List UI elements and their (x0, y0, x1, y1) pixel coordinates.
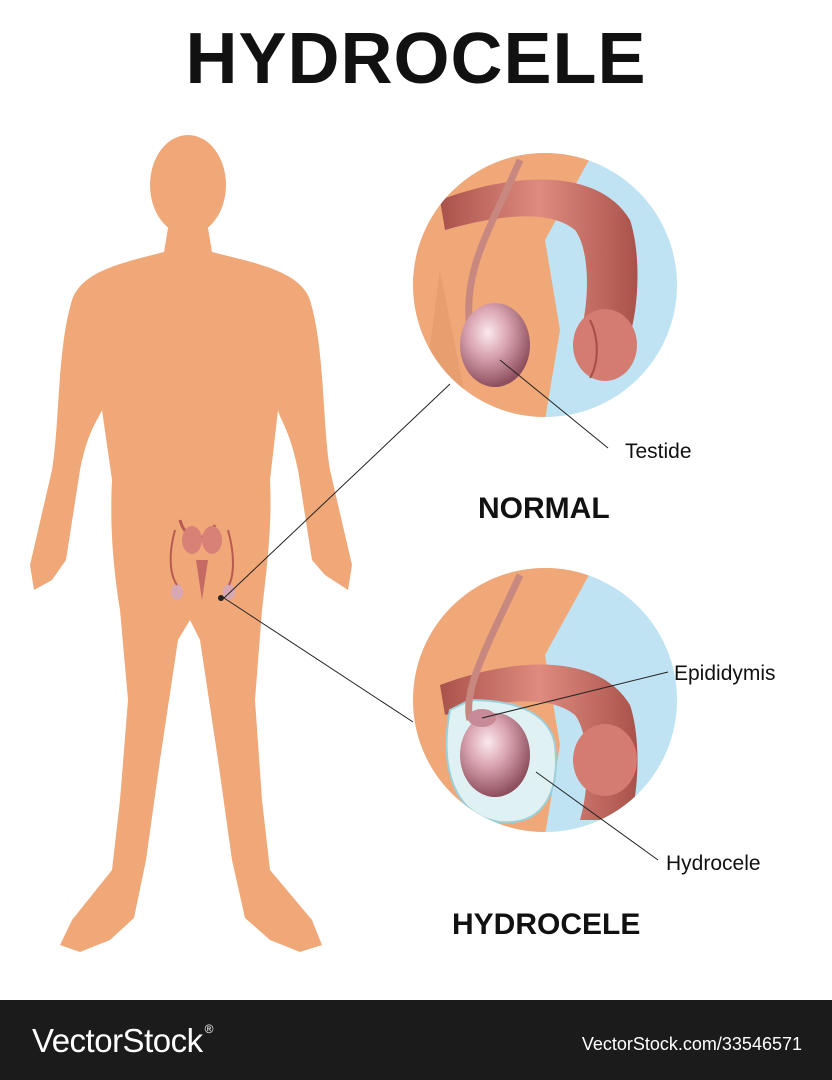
page-title: HYDROCELE (185, 19, 647, 99)
reproductive-system-miniature (169, 519, 235, 601)
normal-section-title: NORMAL (478, 492, 610, 525)
head (150, 135, 226, 235)
testide-label: Testide (625, 440, 692, 463)
brand-name: VectorStock (32, 1022, 203, 1059)
footer-bar: VectorStock® VectorStock.com/33546571 (0, 1000, 832, 1080)
hydrocele-anatomy-circle (413, 568, 677, 832)
image-id: VectorStock.com/33546571 (581, 1034, 802, 1054)
brand-logo: VectorStock® (32, 1022, 213, 1060)
brand-registered-mark: ® (204, 1022, 214, 1036)
hydrocele-section-title: HYDROCELE (452, 908, 641, 941)
normal-anatomy-circle (413, 153, 677, 417)
zoom-line-normal (223, 383, 451, 599)
hydrocele-label: Hydrocele (666, 852, 761, 875)
torso-and-legs (30, 228, 352, 952)
leader-hydrocele (535, 771, 659, 861)
zoom-line-hydrocele (223, 597, 414, 723)
leader-testide (499, 359, 609, 449)
diagram-canvas (30, 135, 677, 952)
human-body-silhouette (30, 135, 352, 952)
epididymis-label: Epididymis (674, 662, 776, 685)
leader-lines (223, 359, 669, 861)
leader-epididymis (481, 671, 669, 719)
